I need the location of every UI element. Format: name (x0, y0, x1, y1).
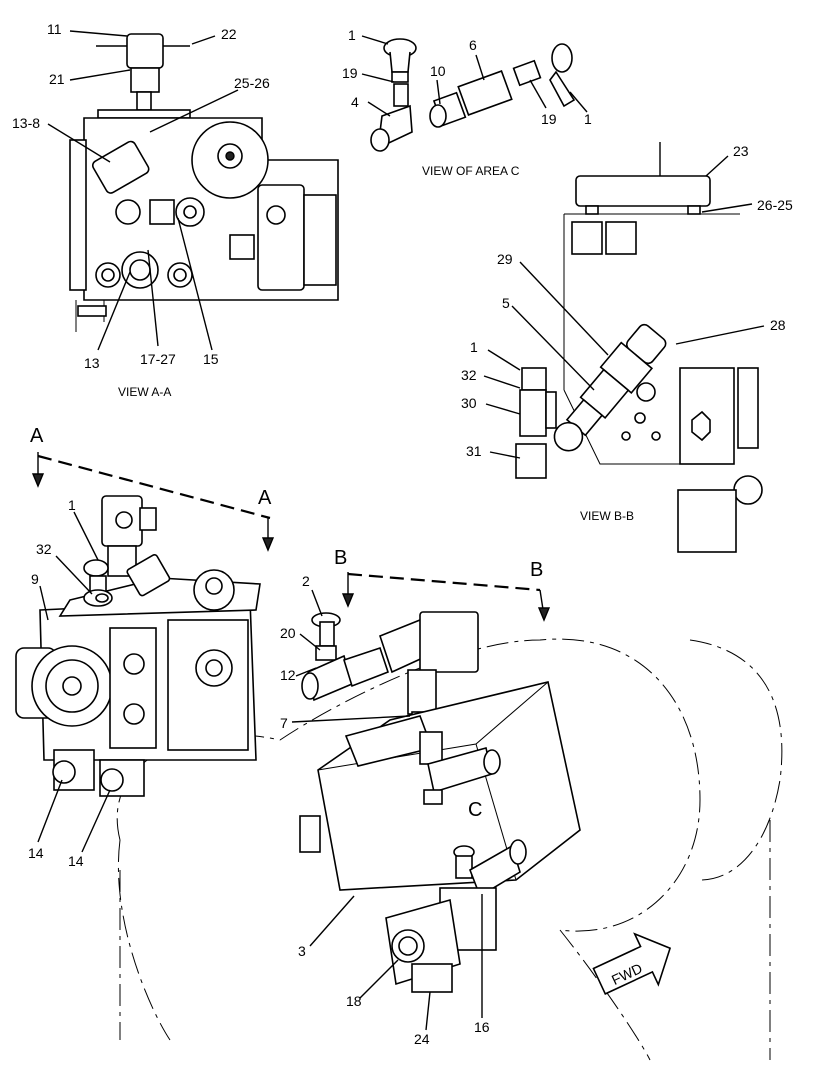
callout-18: 18 (346, 993, 362, 1009)
callout-3: 3 (298, 943, 306, 959)
callout-1: 1 (68, 497, 76, 513)
callout-11: 11 (47, 21, 62, 37)
view-bb-callouts: 23 26-25 29 5 28 1 32 30 31 VIEW B-B (461, 143, 793, 523)
callout-4: 4 (351, 94, 359, 110)
callout-9: 9 (31, 571, 39, 587)
callout-32: 32 (461, 367, 477, 383)
callout-10: 10 (430, 63, 446, 79)
callout-16: 16 (474, 1019, 490, 1035)
callout-25-26: 25-26 (234, 75, 270, 91)
callout-13: 13 (84, 355, 100, 371)
callout-23: 23 (733, 143, 749, 159)
callout-12: 12 (280, 667, 296, 683)
section-line-bb: B B (334, 547, 551, 622)
view-c-title: VIEW OF AREA C (422, 164, 520, 178)
callout-1: 1 (584, 111, 592, 127)
callout-5: 5 (502, 295, 510, 311)
main-assembly-leader-lines (37, 511, 483, 1031)
callout-14: 14 (68, 853, 84, 869)
callout-14: 14 (28, 845, 44, 861)
section-line-aa: A A (30, 425, 275, 552)
view-aa-drawing (69, 33, 339, 332)
main-assembly-drawing: FWD (15, 495, 783, 1061)
callout-26-25: 26-25 (757, 197, 793, 213)
callout-29: 29 (497, 251, 513, 267)
section-mark-a-left: A (30, 425, 44, 447)
callout-22: 22 (221, 26, 237, 42)
callout-21: 21 (49, 71, 65, 87)
section-mark-b-right: B (530, 559, 543, 581)
callout-28: 28 (770, 317, 786, 333)
view-c-callouts: 1 6 19 10 4 19 1 VIEW OF AREA C (342, 27, 592, 178)
callout-1: 1 (348, 27, 356, 43)
callout-17-27: 17-27 (140, 351, 176, 367)
view-bb-title: VIEW B-B (580, 509, 634, 523)
callout-7: 7 (280, 715, 288, 731)
view-aa-leader-lines (47, 30, 239, 351)
view-c-drawing (370, 38, 576, 152)
callout-20: 20 (280, 625, 296, 641)
callout-31: 31 (466, 443, 482, 459)
section-mark-c: C (468, 799, 482, 821)
callout-15: 15 (203, 351, 219, 367)
callout-1: 1 (470, 339, 478, 355)
callout-19: 19 (342, 65, 358, 81)
section-mark-a-right: A (258, 487, 272, 509)
view-c-leader-lines (361, 35, 588, 117)
callout-32: 32 (36, 541, 52, 557)
view-aa-callouts: 11 22 21 25-26 13-8 13 17-27 15 VIEW A-A (12, 21, 270, 399)
section-mark-b-left: B (334, 547, 347, 569)
callout-2: 2 (302, 573, 310, 589)
callout-19: 19 (541, 111, 557, 127)
callout-13-8: 13-8 (12, 115, 40, 131)
view-bb-leader-lines (483, 155, 765, 459)
callout-24: 24 (414, 1031, 430, 1047)
view-aa-title: VIEW A-A (118, 385, 171, 399)
callout-6: 6 (469, 37, 477, 53)
view-bb-drawing (515, 142, 763, 553)
callout-30: 30 (461, 395, 477, 411)
main-assembly-callouts: 1 32 9 14 14 2 20 12 7 3 18 24 16 C (28, 497, 490, 1047)
